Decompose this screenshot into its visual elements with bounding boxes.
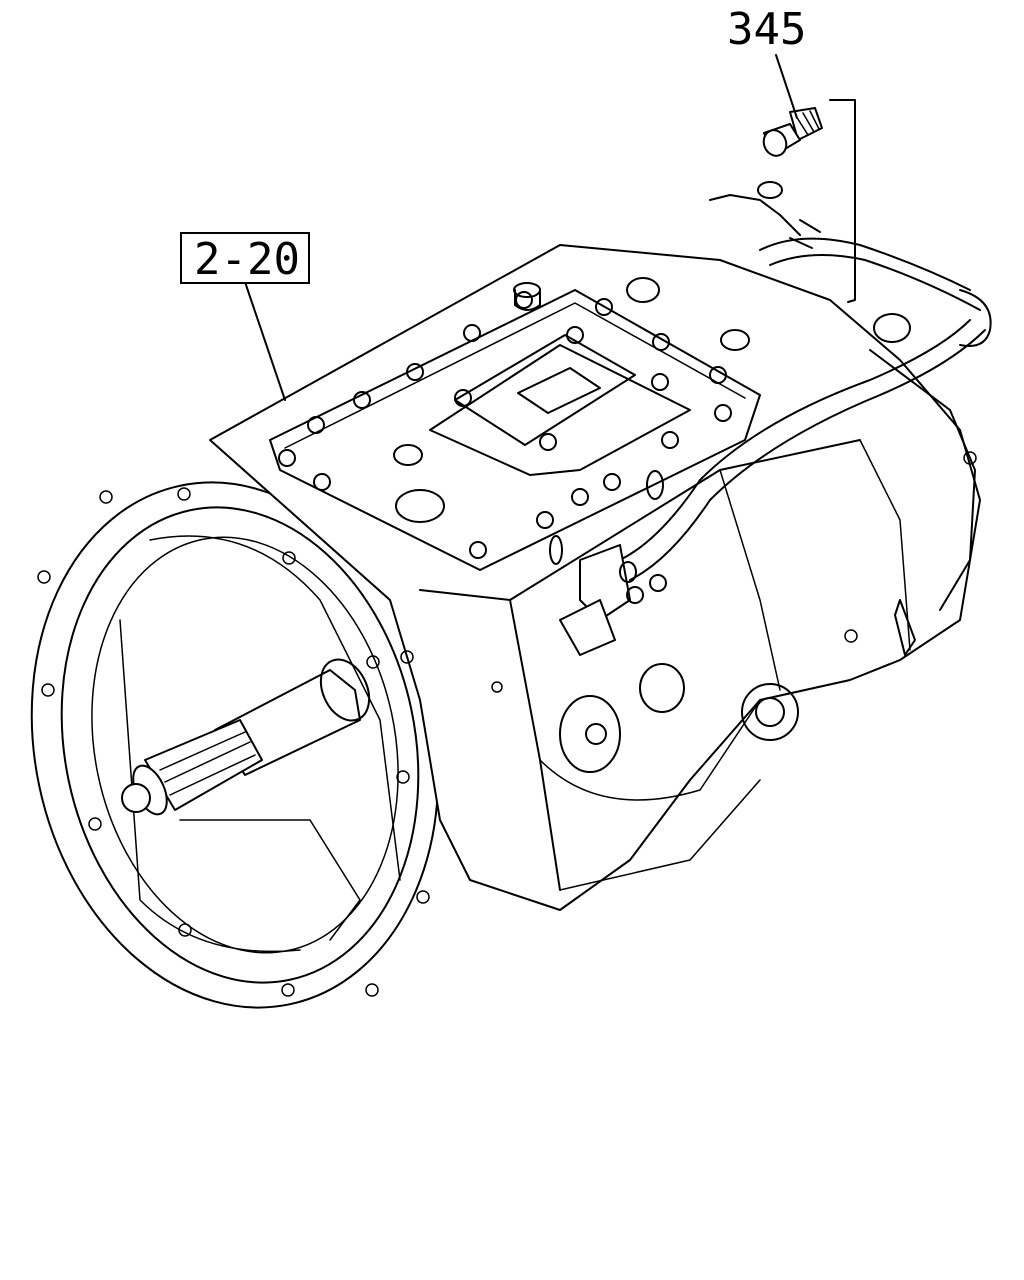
callout-2-20-box xyxy=(180,232,310,284)
bolt-345-icon xyxy=(762,107,823,157)
input-shaft xyxy=(121,658,371,816)
callout-2-20: 2-20 xyxy=(180,232,310,285)
leader-lines xyxy=(244,54,856,401)
top-cover-plate xyxy=(269,282,761,571)
air-lines-and-valves xyxy=(549,181,992,656)
callout-345: 345 xyxy=(727,4,806,55)
cover-bolts xyxy=(278,291,732,559)
callout-2-20-label: 2-20 xyxy=(194,234,300,285)
callout-345-label: 345 xyxy=(727,4,806,55)
